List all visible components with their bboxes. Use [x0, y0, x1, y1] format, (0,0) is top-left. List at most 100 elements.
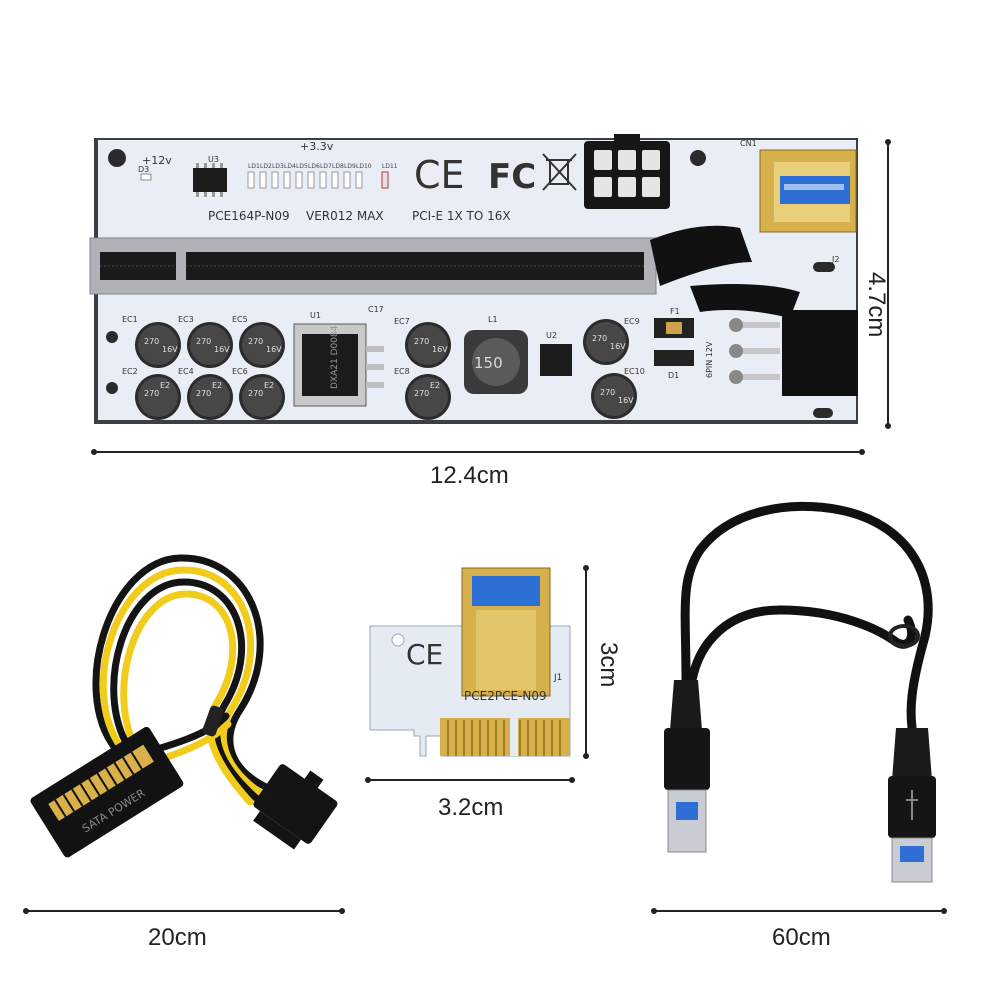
svg-text:270: 270	[414, 337, 429, 346]
svg-text:E2: E2	[430, 381, 440, 390]
regulator-marking: DXA21 D0084	[330, 325, 340, 389]
svg-text:16V: 16V	[162, 345, 178, 354]
mount-slot	[813, 262, 835, 272]
svg-text:270: 270	[248, 389, 263, 398]
riser-main-board: PCE164P-N09 VER012 MAX PCI-E 1X TO 16X +…	[89, 134, 891, 455]
svg-text:270: 270	[600, 388, 615, 397]
capacitor-bank-left	[135, 322, 285, 420]
svg-text:270: 270	[144, 389, 159, 398]
cert-fc-mark: FC	[488, 157, 536, 197]
svg-text:LD2: LD2	[260, 163, 272, 170]
svg-text:270: 270	[144, 337, 159, 346]
small-cert-ce: CE	[406, 638, 443, 671]
power-cable-length-label: 20cm	[148, 924, 207, 951]
cable-bundle	[650, 225, 752, 286]
capacitor-bank-right	[405, 319, 637, 420]
led-d3	[140, 173, 152, 181]
svg-text:16V: 16V	[618, 396, 634, 405]
label-j2: J2	[831, 255, 839, 264]
pcie-x1-adapter: CE J1 PCE2PCE-N09	[369, 567, 571, 757]
label-6pin-12v: 6PIN 12V	[705, 341, 714, 378]
six-pin-plug	[253, 764, 338, 850]
board-part-number: PCE164P-N09	[208, 209, 290, 223]
svg-text:EC10: EC10	[624, 367, 645, 376]
svg-text:16V: 16V	[610, 342, 626, 351]
label-d3: D3	[138, 165, 149, 174]
usb-cable-dimension	[651, 908, 947, 914]
wire-clip	[202, 705, 224, 737]
svg-text:EC5: EC5	[232, 315, 248, 324]
svg-text:EC6: EC6	[232, 367, 248, 376]
svg-text:LD6: LD6	[308, 163, 320, 170]
svg-text:16V: 16V	[214, 345, 230, 354]
label-u2: U2	[546, 331, 557, 340]
six-pin-header	[782, 310, 858, 396]
mount-slot	[813, 408, 833, 418]
svg-text:LD11: LD11	[382, 163, 398, 170]
led-labels: LD1 LD2 LD3 LD4 LD5 LD6 LD7 LD8 LD9 LD10…	[248, 163, 398, 170]
mount-hole	[106, 382, 118, 394]
svg-text:EC9: EC9	[624, 317, 640, 326]
diode-d1	[654, 350, 694, 366]
cert-ce-mark: CE	[414, 153, 465, 197]
svg-text:270: 270	[414, 389, 429, 398]
svg-text:E2: E2	[264, 381, 274, 390]
svg-text:E2: E2	[160, 381, 170, 390]
svg-text:LD8: LD8	[332, 163, 344, 170]
usb3-extension-cable	[664, 501, 936, 883]
small-part-number: PCE2PCE-N09	[464, 689, 547, 703]
sata-to-6pin-cable: SATA POWER	[30, 554, 338, 858]
svg-text:16V: 16V	[266, 345, 282, 354]
usb-plug-left	[664, 728, 710, 790]
label-cn1: CN1	[740, 139, 757, 148]
small-board-dimensions	[365, 565, 589, 783]
inductor-value: 150	[474, 354, 503, 372]
board-interface: PCI-E 1X TO 16X	[412, 209, 511, 223]
svg-text:LD4: LD4	[284, 163, 296, 170]
usb-symbol-icon	[906, 790, 918, 820]
svg-text:270: 270	[592, 334, 607, 343]
svg-text:EC2: EC2	[122, 367, 138, 376]
label-f1: F1	[670, 307, 680, 316]
svg-text:270: 270	[248, 337, 263, 346]
mount-hole	[690, 150, 706, 166]
board-version: VER012 MAX	[306, 209, 384, 223]
cable-dimension	[23, 908, 345, 914]
usb-cable-length-label: 60cm	[772, 924, 831, 951]
small-height-label: 3cm	[595, 642, 622, 688]
small-width-label: 3.2cm	[438, 794, 504, 821]
svg-text:LD5: LD5	[296, 163, 308, 170]
label-u1: U1	[310, 311, 321, 320]
svg-text:270: 270	[196, 389, 211, 398]
svg-text:EC3: EC3	[178, 315, 194, 324]
label-u3: U3	[208, 155, 219, 164]
capacitor-labels: EC1 EC2 EC3 EC4 EC5 EC6 EC7 EC8 EC9 EC10	[122, 315, 645, 376]
svg-text:LD10: LD10	[356, 163, 372, 170]
chip-u2	[540, 344, 572, 376]
board-width-label: 12.4cm	[430, 462, 509, 489]
svg-text:EC7: EC7	[394, 317, 410, 326]
svg-text:16V: 16V	[432, 345, 448, 354]
mount-hole	[108, 149, 126, 167]
led-row	[247, 171, 389, 189]
svg-text:LD1: LD1	[248, 163, 260, 170]
svg-text:LD9: LD9	[344, 163, 356, 170]
label-l1: L1	[488, 315, 498, 324]
board-height-label: 4.7cm	[863, 272, 890, 338]
weee-bin-icon	[542, 153, 577, 191]
svg-text:EC1: EC1	[122, 315, 138, 324]
chip-u3	[193, 168, 227, 192]
label-c17: C17	[368, 305, 384, 314]
sata-power-connector: SATA POWER	[30, 726, 184, 858]
svg-text:LD3: LD3	[272, 163, 284, 170]
svg-text:EC4: EC4	[178, 367, 194, 376]
svg-text:E2: E2	[212, 381, 222, 390]
mount-hole	[106, 331, 118, 343]
label-d1: D1	[668, 371, 679, 380]
svg-text:LD7: LD7	[320, 163, 332, 170]
label-12v: +12v	[142, 154, 172, 167]
small-label-j1: J1	[553, 673, 562, 683]
svg-text:EC8: EC8	[394, 367, 410, 376]
svg-text:270: 270	[196, 337, 211, 346]
